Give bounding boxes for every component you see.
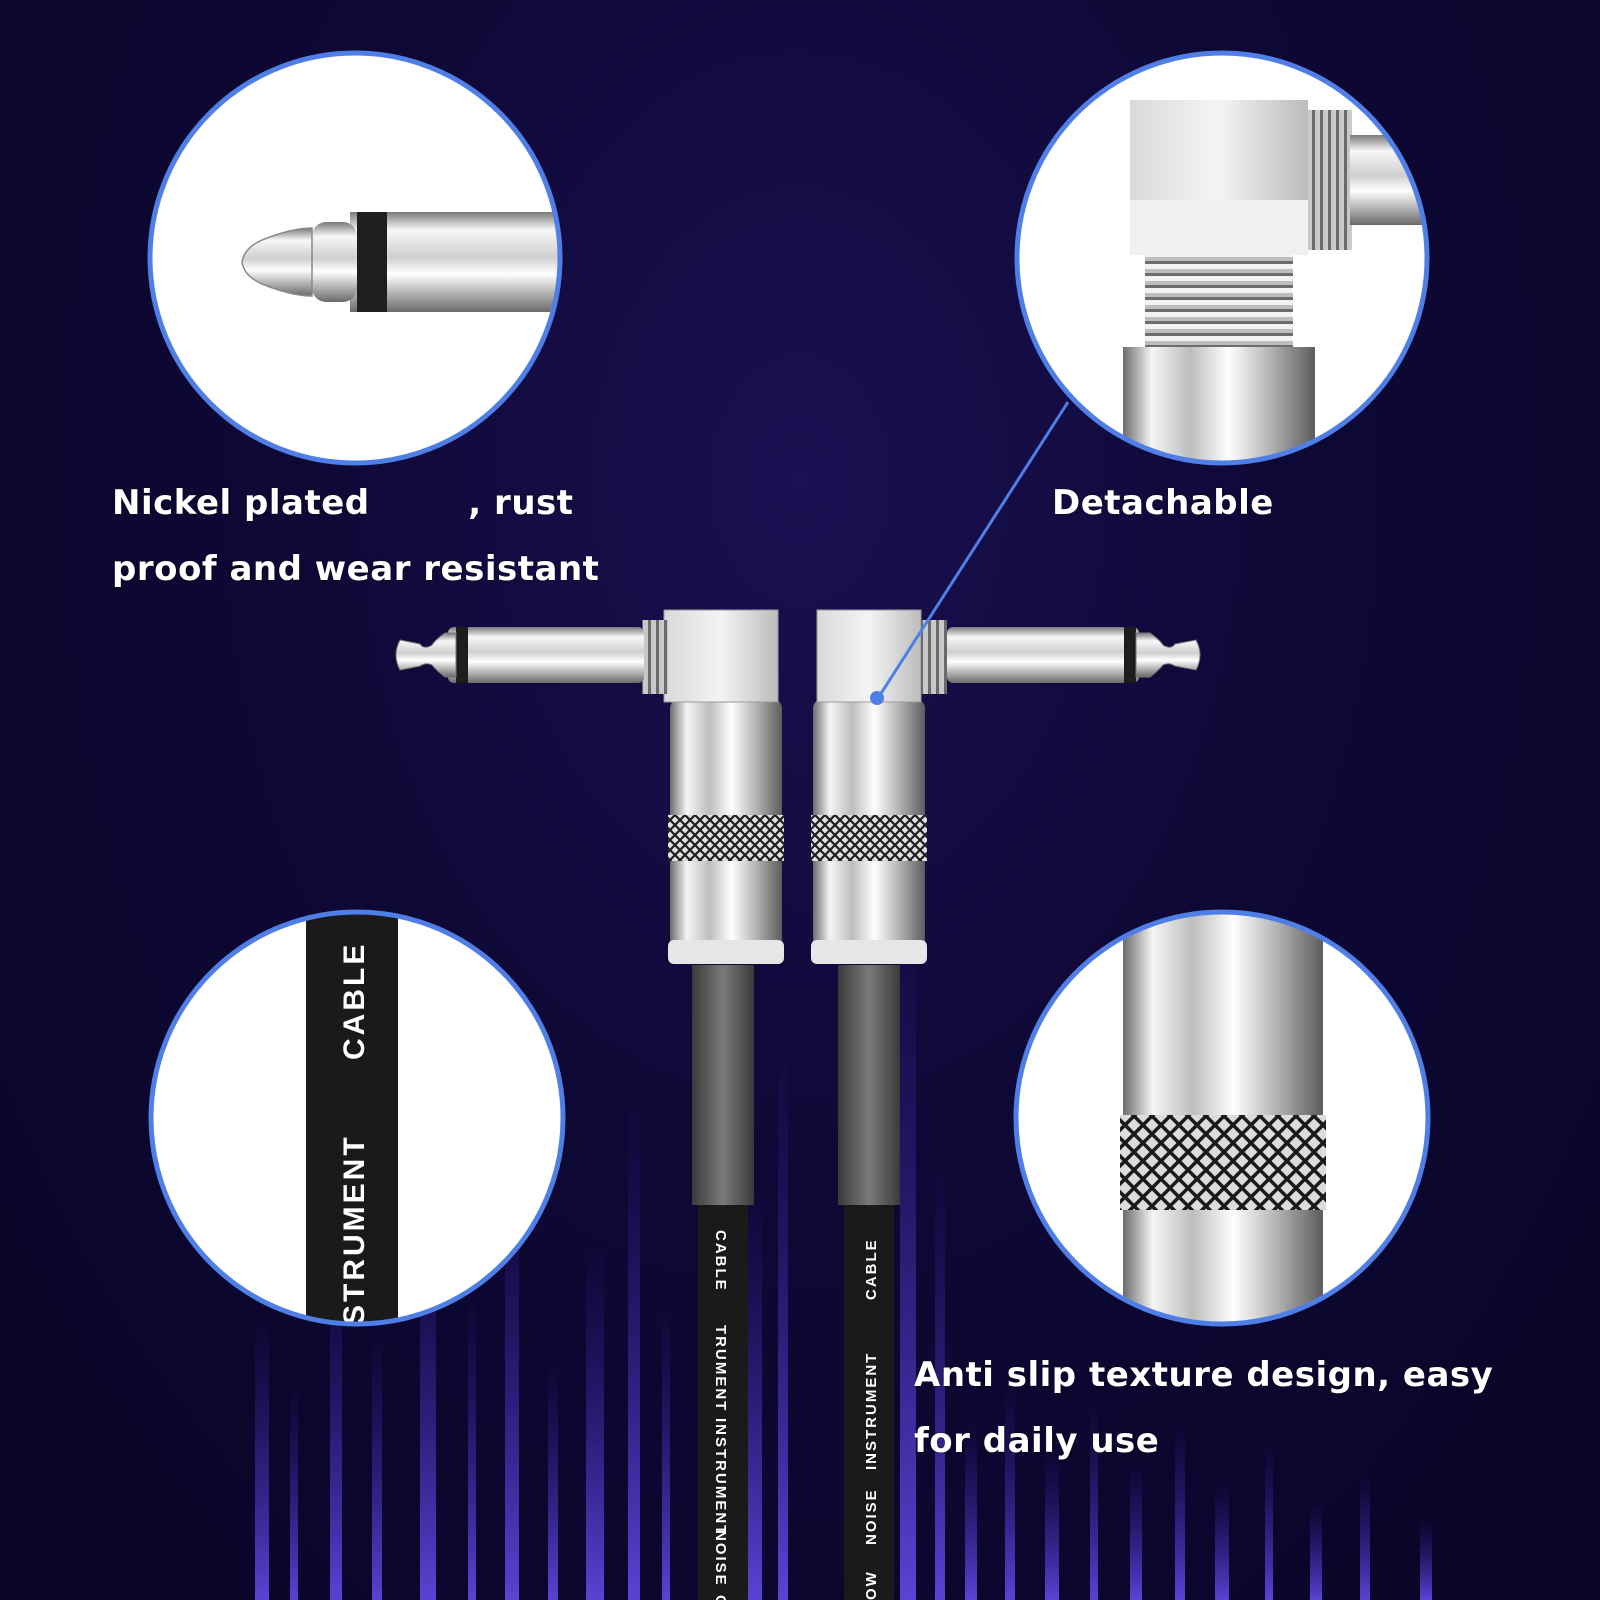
caption-detachable-text: Detachable (1052, 483, 1274, 523)
cable-print: OW (712, 1595, 729, 1600)
glow-bars (255, 900, 1432, 1600)
cable-print-zoom: CABLE (338, 942, 371, 1060)
zoom-circle-detachable (1014, 50, 1430, 466)
cable-print: NOISE (712, 1530, 729, 1587)
zoom-circle-knurl (1013, 909, 1431, 1327)
cable-print: NOISE (863, 1488, 880, 1545)
zoom-circle-plug-tip (147, 50, 563, 466)
cable-print: INSTRUMENT (863, 1352, 880, 1470)
detachable-callout-line (870, 401, 1070, 705)
cable-print: CABLE (712, 1230, 729, 1292)
caption-nickel-plated: Nickel plated , rust proof and wear resi… (112, 470, 599, 602)
zoom-circle-cable: CABLE STRUMENT (148, 909, 566, 1327)
caption-nickel-line-1: Nickel plated , rust (112, 483, 574, 523)
caption-anti-line-2: for daily use (914, 1421, 1160, 1461)
cable-print: OW (863, 1570, 880, 1600)
cable-print-zoom: STRUMENT (338, 1134, 371, 1325)
cables: CABLE TRUMENT INSTRUMENT NOISE OW CABLE … (692, 965, 900, 1600)
caption-anti-slip: Anti slip texture design, easy for daily… (914, 1342, 1493, 1474)
cable-print: INSTRUMENT (712, 1418, 729, 1536)
right-plug (811, 609, 1201, 964)
left-plug (395, 609, 784, 964)
caption-anti-line-1: Anti slip texture design, easy (914, 1355, 1494, 1395)
cable-print: CABLE (863, 1238, 880, 1300)
caption-nickel-line-2: proof and wear resistant (112, 549, 600, 589)
caption-detachable: Detachable (1052, 470, 1274, 536)
cable-print: TRUMENT (712, 1325, 729, 1412)
